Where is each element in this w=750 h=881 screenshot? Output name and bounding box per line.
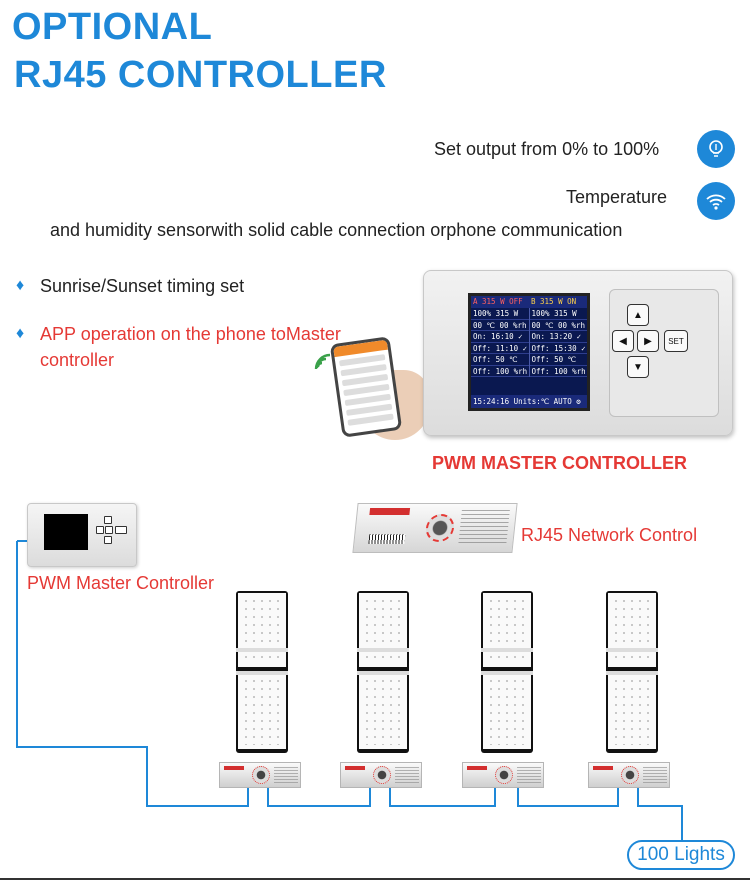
grow-light-panel	[236, 591, 288, 753]
led-driver	[219, 762, 301, 788]
screen-cell: Off: 50 ℃	[471, 354, 529, 366]
small-master-controller-label: PWM Master Controller	[27, 573, 215, 593]
rj45-network-device	[352, 503, 518, 553]
feature-sensor-text: and humidity sensorwith solid cable conn…	[50, 220, 623, 240]
small-master-controller-device	[27, 503, 137, 567]
controller-keypad: ▲ ◀ ▶ SET ▼	[609, 289, 719, 417]
bullet-app-text-1: APP operation on the phone toMaster	[40, 324, 341, 344]
bullet-app-text-2: controller	[40, 350, 115, 370]
screen-cell: Off: 15:30 ✓	[529, 343, 587, 354]
grow-light-panel	[606, 591, 658, 753]
screen-footer: 15:24:16 Units:℃ AUTO ⚙	[471, 395, 587, 408]
feature-output-text: Set output from 0% to 100%	[434, 139, 660, 159]
wireless-signal-icon	[314, 353, 331, 370]
screen-header-b: B 315 W ON	[529, 296, 587, 308]
bullet-diamond-icon: ♦	[16, 277, 25, 294]
up-arrow-key[interactable]: ▲	[627, 304, 649, 326]
bulb-icon	[697, 130, 735, 168]
pwm-master-controller-device: A 315 W OFF B 315 W ON 100% 315 W 00 ℃ 0…	[423, 270, 733, 436]
title-line-2: RJ45 CONTROLLER	[14, 54, 387, 96]
screen-cell: On: 16:10 ✓	[471, 331, 529, 343]
screen-cell: Off: 50 ℃	[529, 354, 587, 366]
bullet-diamond-icon: ♦	[16, 325, 25, 342]
set-key[interactable]: SET	[664, 330, 688, 352]
screen-cell: 100% 315 W	[471, 308, 529, 320]
grow-light-panel	[357, 591, 409, 753]
title-line-1: OPTIONAL	[12, 6, 213, 48]
screen-cell: 100% 315 W	[529, 308, 587, 320]
screen-cell: On: 13:20 ✓	[529, 331, 587, 343]
screen-header-a: A 315 W OFF	[471, 296, 529, 308]
screen-cell: 00 ℃ 00 %rh	[471, 320, 529, 331]
wifi-signal-icon	[697, 182, 735, 220]
screen-cell: Off: 100 %rh	[471, 366, 529, 377]
lights-count-badge: 100 Lights	[627, 840, 735, 870]
led-driver	[462, 762, 544, 788]
screen-cell: Off: 11:10 ✓	[471, 343, 529, 354]
down-arrow-key[interactable]: ▼	[627, 356, 649, 378]
led-driver	[340, 762, 422, 788]
led-driver	[588, 762, 670, 788]
right-arrow-key[interactable]: ▶	[637, 330, 659, 352]
pwm-master-controller-label: PWM MASTER CONTROLLER	[432, 453, 687, 473]
feature-temperature-text: Temperature	[566, 187, 668, 207]
rj45-network-label: RJ45 Network Control	[521, 525, 698, 545]
controller-screen: A 315 W OFF B 315 W ON 100% 315 W 00 ℃ 0…	[468, 293, 590, 411]
bullet-sunrise-text: Sunrise/Sunset timing set	[40, 276, 245, 296]
grow-light-panel	[481, 591, 533, 753]
screen-cell: 00 ℃ 00 %rh	[529, 320, 587, 331]
screen-cell: Off: 100 %rh	[529, 366, 587, 377]
left-arrow-key[interactable]: ◀	[612, 330, 634, 352]
